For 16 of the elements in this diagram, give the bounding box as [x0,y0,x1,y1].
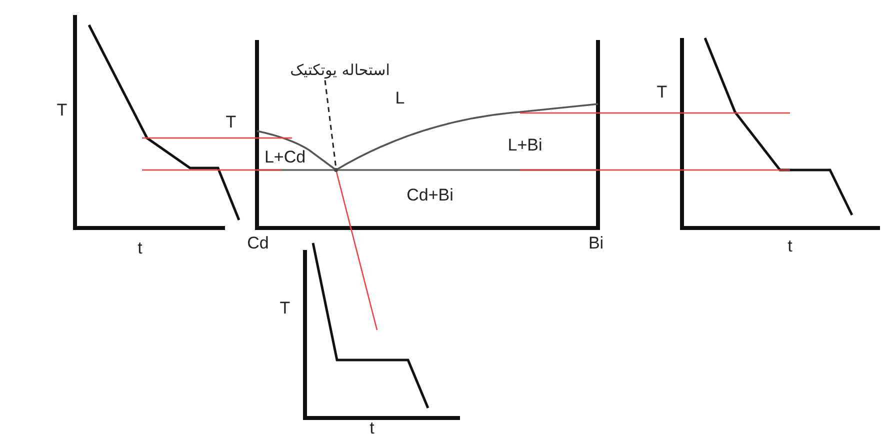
region-label: L+Bi [508,136,542,154]
region-label: Cd+Bi [406,186,454,204]
component-label: Bi [588,234,604,252]
component-label: Cd [247,234,269,252]
axis-label: T [56,102,68,118]
leader-line [324,80,337,168]
axis-label: T [226,114,236,130]
annotation-text: استحاله یوتکتیک [290,62,390,78]
eutectic-point [334,168,338,172]
axis-label: t [138,240,142,256]
axis-label: T [280,300,290,316]
axis-label: t [788,238,792,254]
axis-label: T [656,84,668,100]
region-label: L+Cd [264,148,306,166]
region-label: L [395,90,405,106]
axis-label: t [370,420,374,434]
